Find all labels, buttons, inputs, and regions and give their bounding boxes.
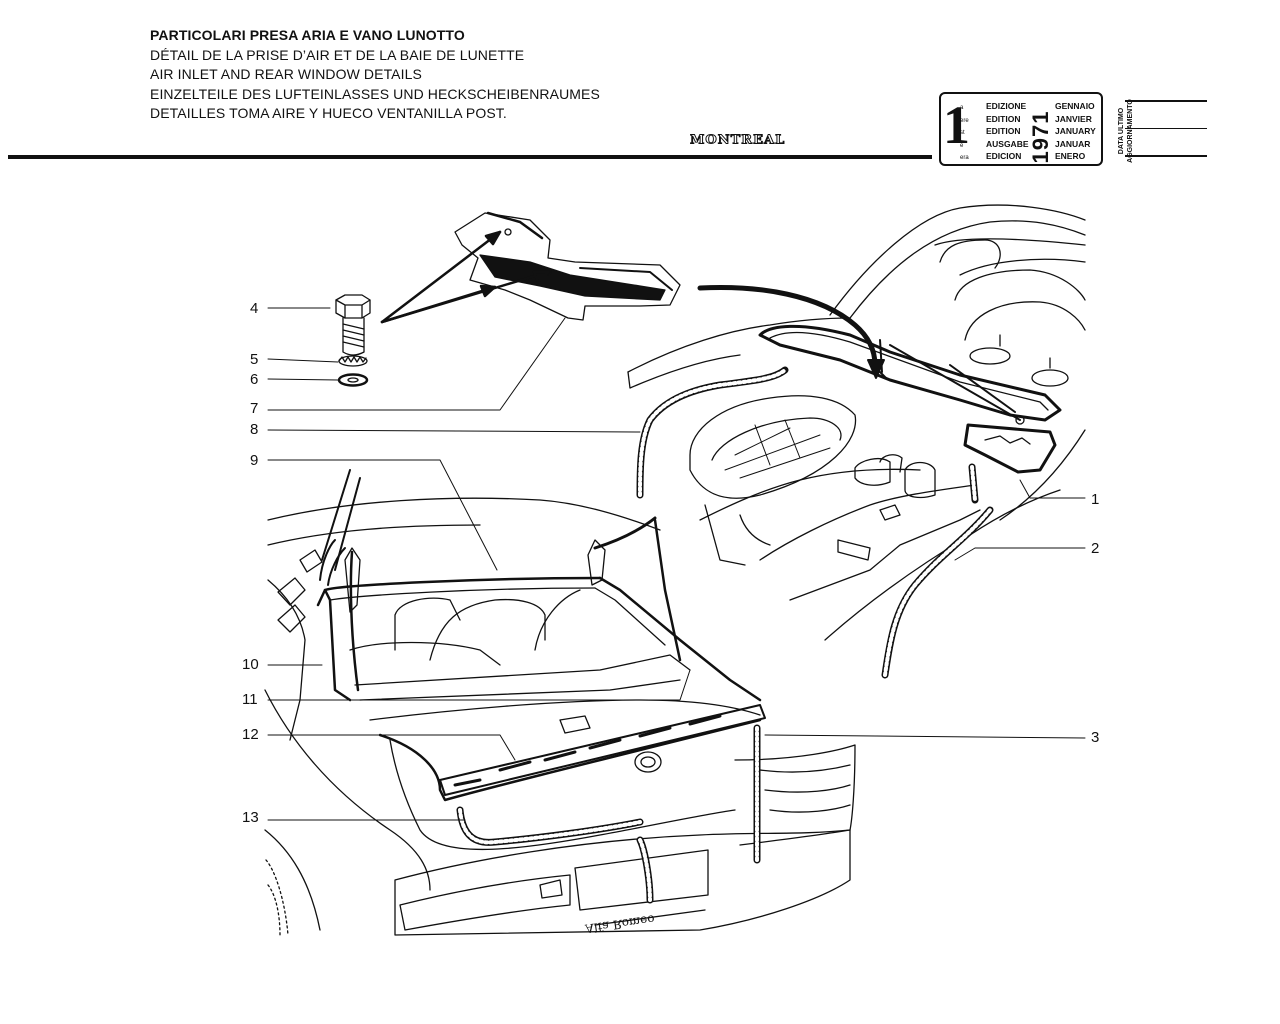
edition-word: EDITION [986, 126, 1021, 137]
callout-11: 11 [242, 691, 258, 708]
edition-month: JANUARY [1055, 126, 1096, 137]
callout-9: 9 [250, 452, 259, 469]
flat-washer [337, 373, 369, 387]
hose-13-rib [458, 808, 652, 902]
edition-word: EDICION [986, 151, 1022, 162]
callout-10: 10 [242, 656, 259, 673]
front-car-section [627, 204, 1086, 641]
title-block: PARTICOLARI PRESA ARIA E VANO LUNOTTO DÉ… [150, 26, 600, 124]
air-inlet-duct [454, 211, 681, 321]
edition-suffix: e [960, 142, 964, 149]
update-date-line [1125, 155, 1207, 157]
header-rule [8, 155, 932, 159]
edition-month: ENERO [1055, 151, 1086, 162]
title-italian: PARTICOLARI PRESA ARIA E VANO LUNOTTO [150, 27, 465, 43]
title-english: AIR INLET AND REAR WINDOW DETAILS [150, 66, 422, 82]
edition-month: GENNAIO [1055, 101, 1095, 111]
assembly-arrows [380, 230, 550, 324]
lock-washer [338, 355, 368, 367]
callout-5: 5 [250, 351, 259, 368]
location-arrow [697, 285, 885, 379]
edition-word: AUSGABE [986, 138, 1029, 149]
callout-1: 1 [1091, 491, 1100, 508]
edition-suffix: st [960, 130, 965, 137]
title-german: EINZELTEILE DES LUFTEINLASSES UND HECKSC… [150, 85, 600, 102]
edition-months: GENNAIO JANVIER JANUARY JANUAR ENERO [1055, 100, 1096, 163]
hose-2-rib [883, 465, 992, 677]
title-spanish: DETAILLES TOMA AIRE Y HUECO VENTANILLA P… [150, 105, 507, 121]
rear-car-section [264, 469, 856, 936]
edition-month: JANUAR [1055, 138, 1091, 149]
callout-13: 13 [242, 809, 259, 826]
edition-month: JANVIER [1055, 113, 1092, 124]
edition-suffix: era [960, 155, 969, 162]
callout-8: 8 [250, 421, 259, 438]
callout-6: 6 [250, 371, 259, 388]
edition-word: EDITION [986, 113, 1021, 124]
edition-suffix: ere [960, 117, 969, 124]
callout-2: 2 [1091, 540, 1100, 557]
hex-bolt [335, 294, 371, 356]
edition-box: 1 a ere st e era EDIZIONE EDITION EDITIO… [939, 92, 1103, 166]
update-date-line [1125, 100, 1207, 102]
hose-8 [636, 366, 789, 499]
edition-number: 1 [943, 95, 970, 155]
leader-lines [267, 307, 1086, 821]
edition-words: EDIZIONE EDITION EDITION AUSGABE EDICION [986, 100, 1029, 163]
callout-12: 12 [242, 726, 259, 743]
model-logo: MONTREAL [689, 133, 786, 148]
update-date-line [1125, 127, 1207, 129]
update-date-lines [1125, 100, 1207, 183]
callout-7: 7 [250, 400, 259, 417]
edition-suffixes: a ere st e era [960, 102, 969, 165]
edition-suffix: a [960, 105, 964, 111]
edition-word: EDIZIONE [986, 101, 1027, 111]
callout-4: 4 [250, 300, 259, 317]
callout-3: 3 [1091, 729, 1100, 746]
hose-8-rib [638, 368, 787, 497]
title-french: DÉTAIL DE LA PRISE D’AIR ET DE LA BAIE D… [150, 46, 525, 63]
